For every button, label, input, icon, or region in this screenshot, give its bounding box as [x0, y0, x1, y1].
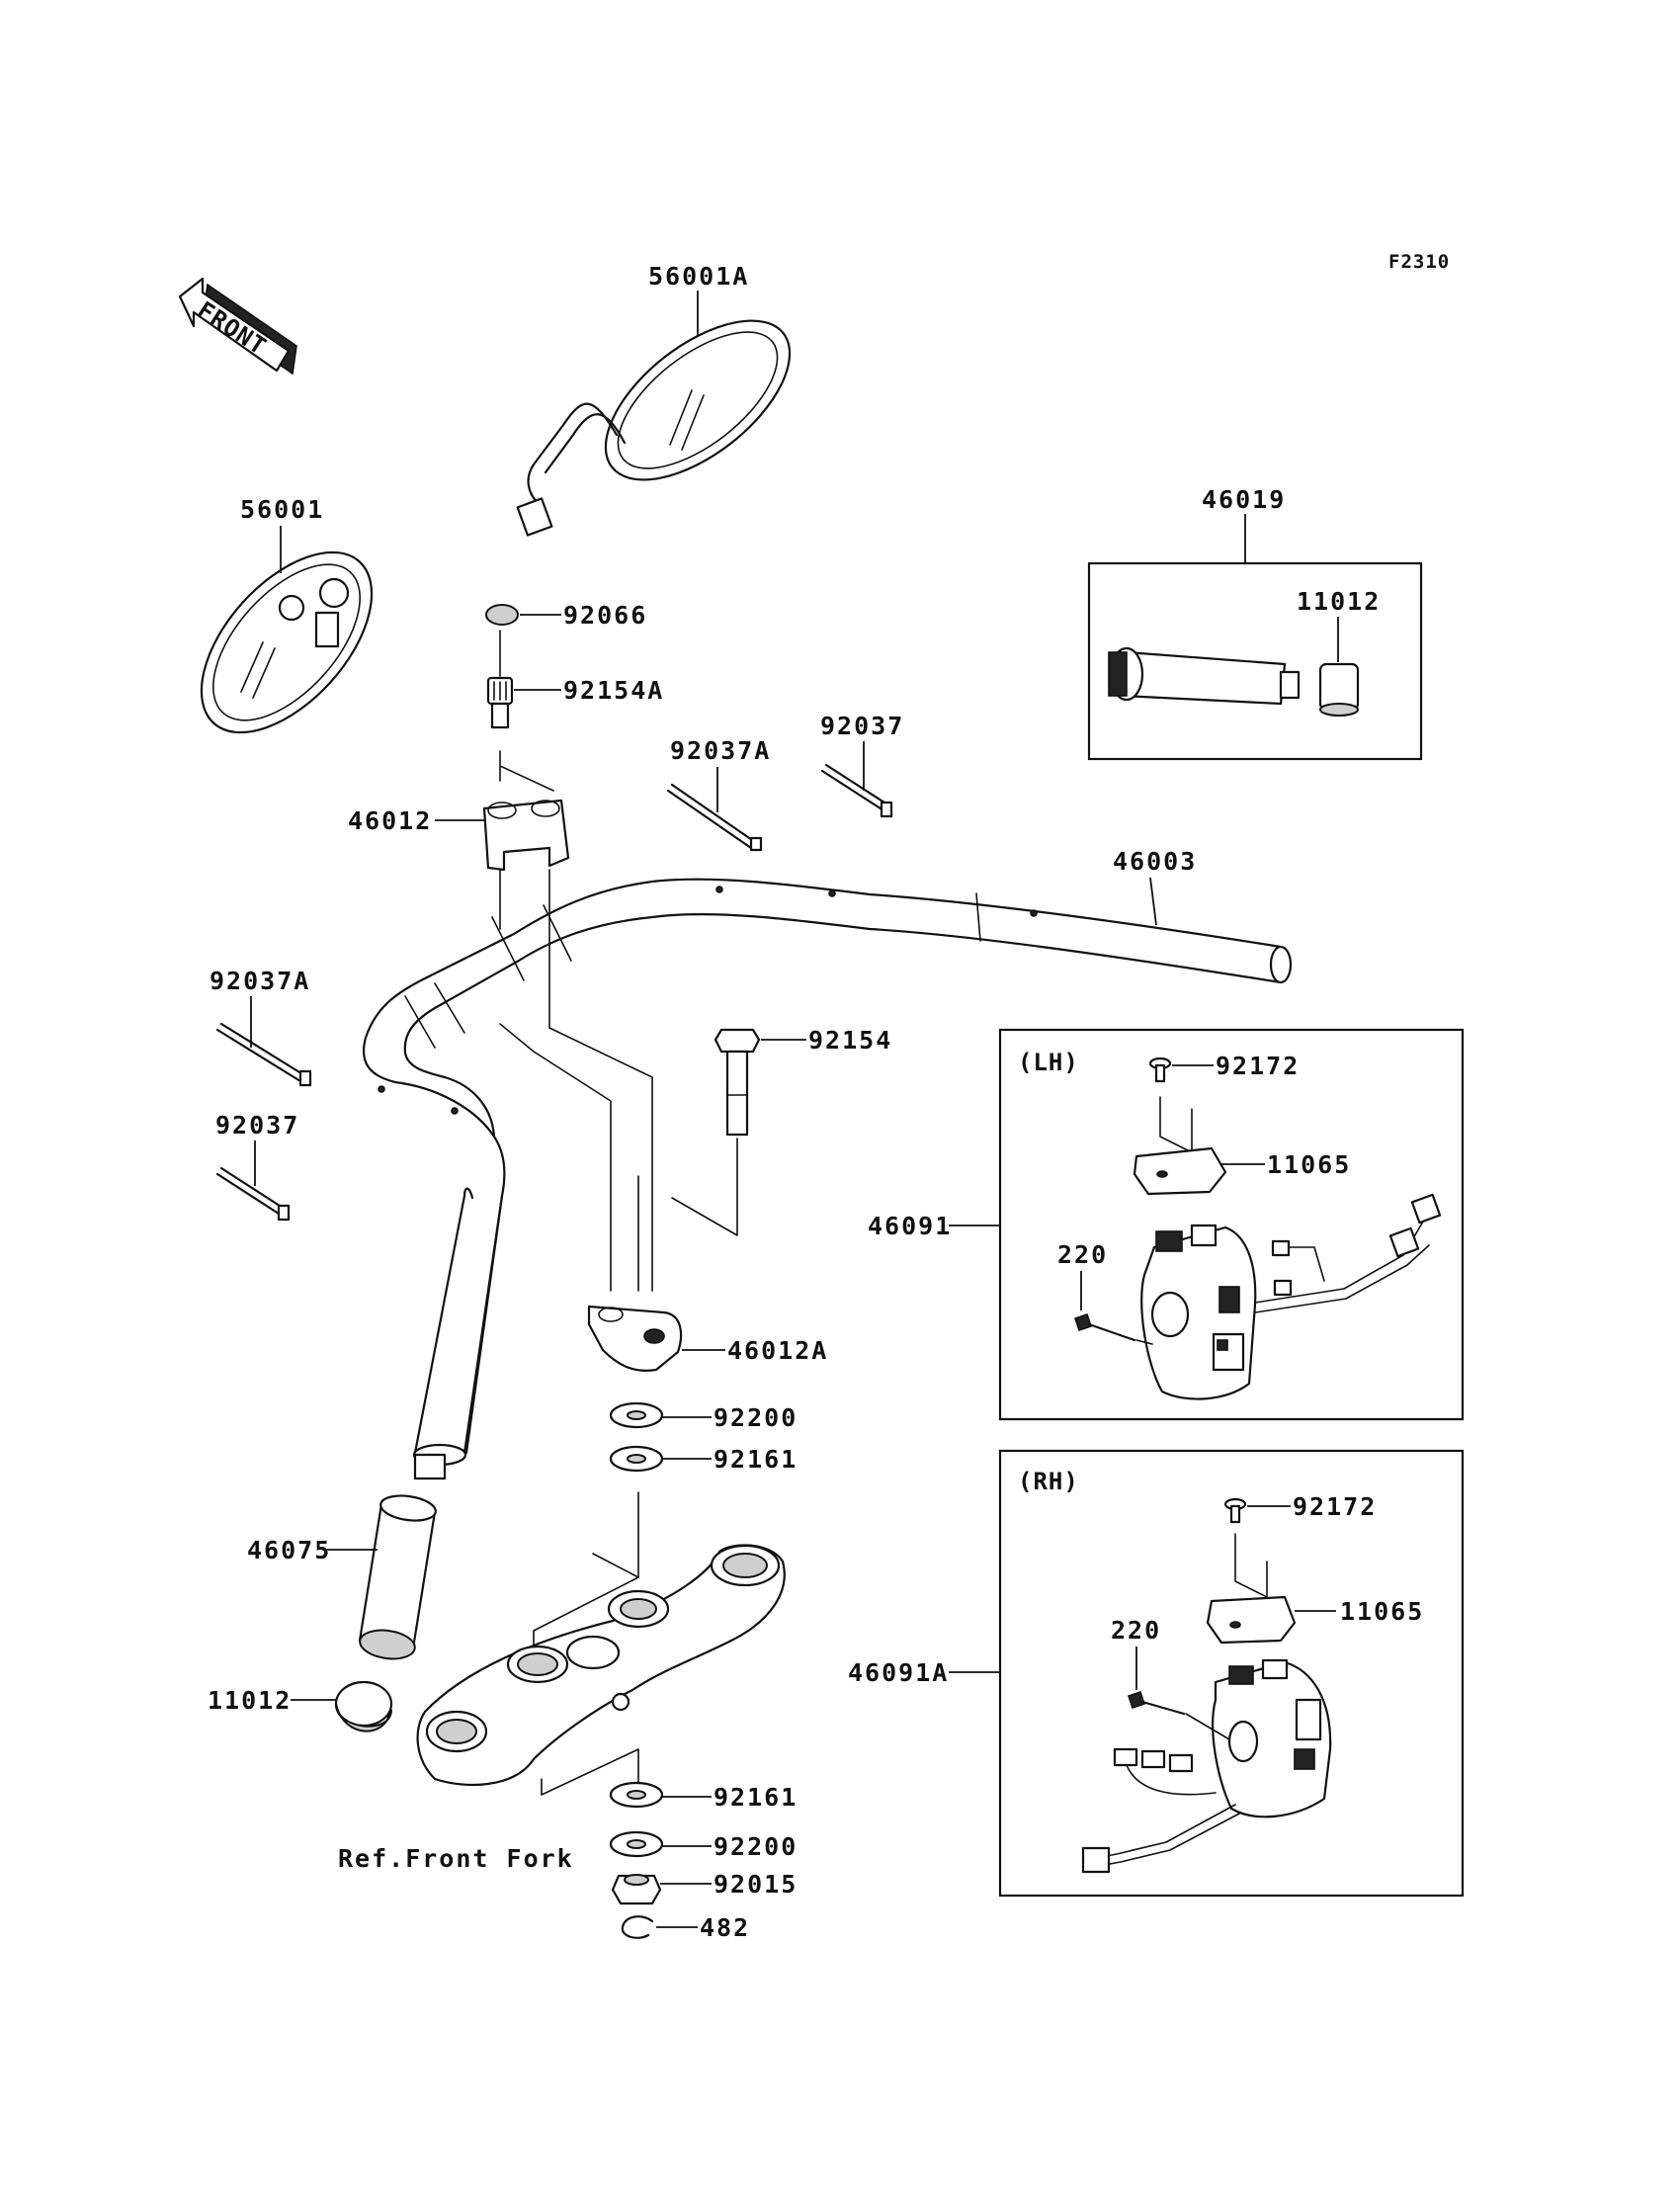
- holder-lower: [587, 1305, 683, 1372]
- label-rh-screw-220: 220: [1111, 1616, 1161, 1645]
- label-rh-screw: 92172: [1293, 1492, 1377, 1521]
- mirror-right: [516, 319, 792, 537]
- label-washer-92161-lower: 92161: [714, 1783, 798, 1812]
- label-washer-92200-lower: 92200: [714, 1832, 798, 1861]
- upper-triple-clamp: [416, 1491, 786, 1800]
- washer-92200-lower: [609, 1830, 664, 1858]
- label-mirror-right: 56001A: [648, 262, 749, 291]
- label-clamp-92037a-upper: 92037A: [670, 736, 771, 765]
- lh-switch-housing: [1140, 1193, 1442, 1400]
- rh-screw-220: [1127, 1690, 1186, 1716]
- label-mirror-left: 56001: [240, 495, 324, 524]
- rh-switch-housing: [1081, 1658, 1332, 1874]
- rh-cover: [1206, 1595, 1297, 1645]
- rh-screw: [1223, 1497, 1247, 1524]
- label-clamp-92037-left: 92037: [215, 1111, 299, 1140]
- label-bolt-lower: 92154: [808, 1026, 892, 1055]
- lh-screw-220: [1073, 1312, 1136, 1342]
- grip-right: [1108, 646, 1301, 706]
- bolt-lower: [714, 1028, 761, 1137]
- label-lh-switch: 46091: [868, 1212, 952, 1240]
- reference-note: Ref.Front Fork: [338, 1844, 574, 1873]
- lh-switch-box: [998, 1028, 1465, 1421]
- label-clamp-92037-upper: 92037: [820, 712, 904, 740]
- label-washer-92161-upper: 92161: [714, 1445, 798, 1474]
- bolt-upper: [486, 676, 514, 729]
- label-lh-cover: 11065: [1267, 1150, 1351, 1179]
- label-rh-switch: 46091A: [848, 1658, 949, 1687]
- washer-92161-lower: [609, 1781, 664, 1809]
- label-clip: 482: [700, 1913, 750, 1942]
- label-holder-lower: 46012A: [727, 1336, 828, 1365]
- grip-end-left: [334, 1680, 393, 1732]
- label-grip-end-right: 11012: [1297, 587, 1381, 616]
- front-arrow-icon: FRONT: [178, 277, 297, 376]
- lh-screw: [1148, 1056, 1172, 1083]
- lh-cover: [1133, 1146, 1227, 1196]
- clamp-band-92037a-upper: [666, 783, 763, 852]
- cap-part: [485, 604, 519, 626]
- label-cap: 92066: [563, 601, 647, 630]
- washer-92161-upper: [609, 1445, 664, 1473]
- lh-panel-label: (LH): [1018, 1049, 1079, 1076]
- grip-assembly-box: [1087, 561, 1423, 761]
- handlebar: [363, 878, 1293, 1480]
- clamp-band-92037a-left: [215, 1022, 312, 1087]
- figure-code: F2310: [1388, 251, 1450, 273]
- washer-92200-upper: [609, 1401, 664, 1429]
- label-rh-cover: 11065: [1340, 1597, 1424, 1626]
- holder-upper: [482, 799, 570, 872]
- label-grip-assembly: 46019: [1202, 485, 1286, 514]
- mirror-left: [200, 550, 374, 734]
- nut: [611, 1874, 662, 1905]
- label-clamp-92037a-left: 92037A: [210, 967, 310, 995]
- clamp-band-92037-upper: [820, 763, 893, 818]
- clip: [621, 1915, 654, 1939]
- clamp-band-92037-left: [215, 1166, 291, 1222]
- label-nut: 92015: [714, 1870, 798, 1899]
- label-washer-92200-upper: 92200: [714, 1403, 798, 1432]
- grip-left: [358, 1494, 437, 1660]
- label-holder-upper: 46012: [348, 806, 432, 835]
- label-lh-screw: 92172: [1216, 1052, 1300, 1080]
- label-lh-screw-220: 220: [1057, 1240, 1108, 1269]
- label-grip-end-left: 11012: [208, 1686, 292, 1715]
- label-handlebar: 46003: [1113, 847, 1197, 876]
- label-bolt-upper: 92154A: [563, 676, 664, 705]
- rh-switch-box: [998, 1449, 1465, 1898]
- label-grip-left: 46075: [247, 1536, 331, 1564]
- rh-panel-label: (RH): [1018, 1468, 1079, 1495]
- grip-end-right: [1318, 662, 1360, 717]
